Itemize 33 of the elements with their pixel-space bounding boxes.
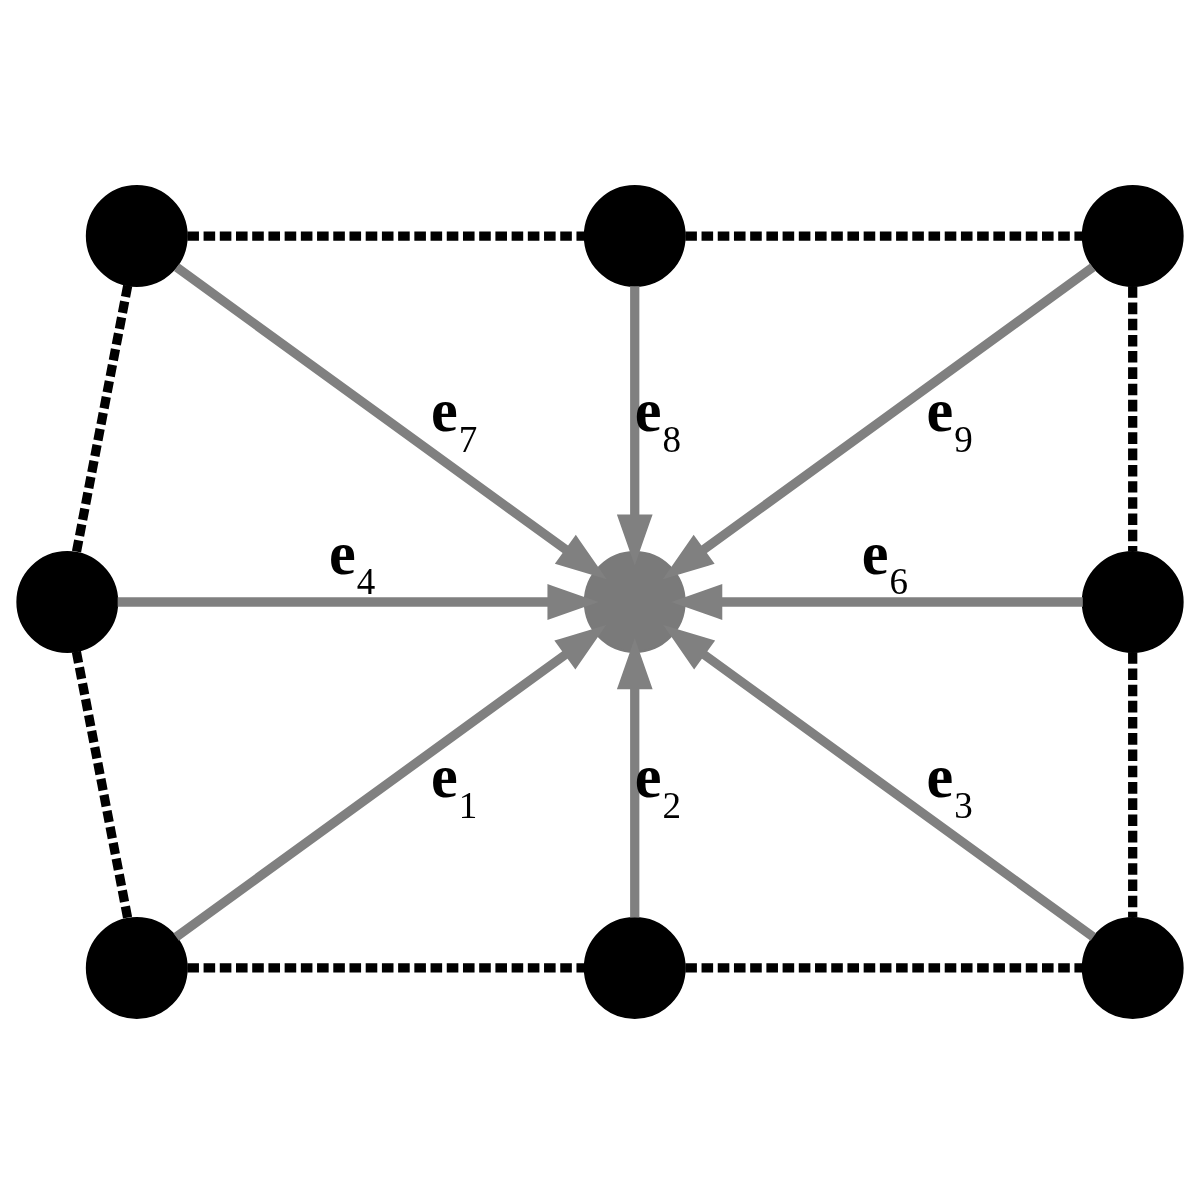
- node-circle: [85, 917, 188, 1019]
- edge-label: e$_{9}$: [926, 377, 973, 460]
- edge-label: e$_{1}$: [430, 743, 478, 826]
- connector: [685, 963, 1083, 973]
- connector: [71, 650, 133, 920]
- edge-label: e$_{4}$: [329, 519, 376, 603]
- node-circle: [16, 551, 119, 653]
- arrow: [616, 638, 653, 918]
- connector: [685, 231, 1083, 241]
- connector: [1128, 652, 1138, 918]
- edge-label: e$_{8}$: [634, 377, 682, 460]
- node-circle: [583, 551, 686, 653]
- arrow: [663, 625, 1097, 941]
- edge-label: e$_{6}$: [861, 519, 909, 603]
- node-circle: [1081, 185, 1184, 288]
- arrow: [616, 286, 653, 566]
- node-circle: [1081, 551, 1184, 653]
- node-circle: [85, 185, 188, 288]
- arrow: [173, 625, 607, 941]
- edge-label: e$_{3}$: [926, 743, 973, 826]
- node-circle: [1081, 917, 1184, 1019]
- node-circle: [583, 185, 686, 288]
- arrow: [117, 584, 599, 620]
- connector: [187, 963, 585, 973]
- connector: [187, 231, 585, 241]
- arrow: [671, 584, 1083, 620]
- arrow: [662, 263, 1096, 580]
- connector: [1128, 286, 1138, 552]
- node-circle: [583, 917, 686, 1019]
- connector: [71, 284, 133, 554]
- edge-label: e$_{2}$: [634, 743, 682, 826]
- arrow: [173, 263, 607, 580]
- edge-label: e$_{7}$: [430, 377, 478, 460]
